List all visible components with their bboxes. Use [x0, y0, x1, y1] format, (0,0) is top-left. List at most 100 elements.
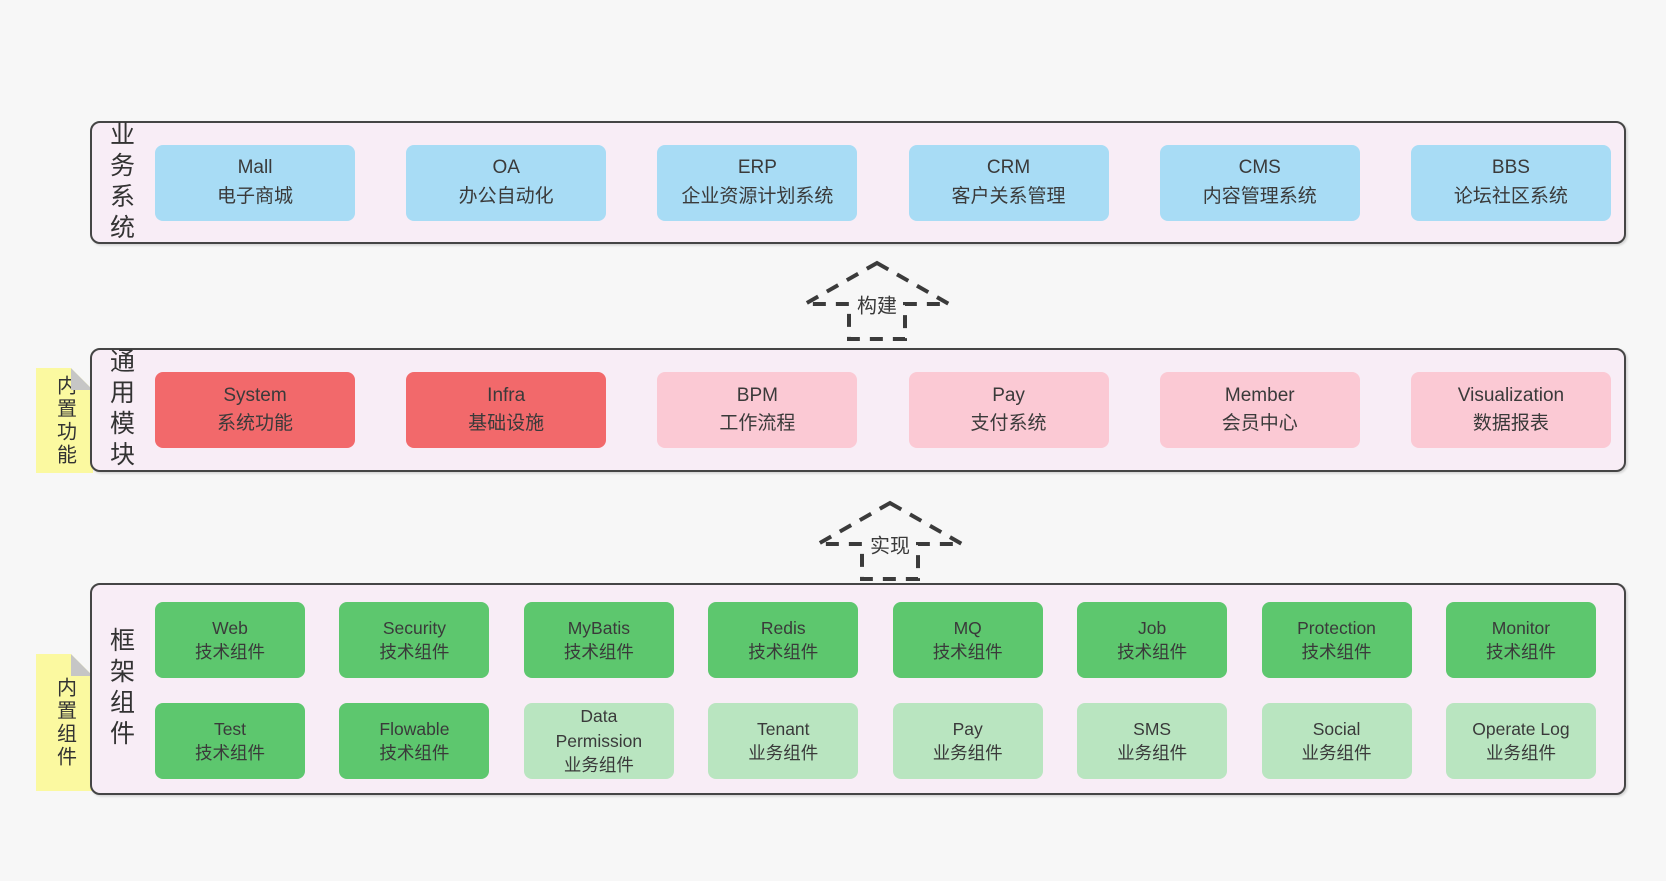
box-label-line: 技术组件: [1117, 642, 1188, 662]
box-label-line: 技术组件: [1301, 642, 1372, 662]
box-label-line: Job: [1138, 617, 1167, 638]
component-box: BBS 论坛社区系统: [1410, 144, 1611, 221]
component-box: SMS 业务组件: [1077, 703, 1228, 779]
arrow-label-implement: 实现: [866, 527, 914, 561]
component-box: Infra 基础设施: [406, 372, 607, 448]
box-label-line: 客户关系管理: [951, 185, 1066, 207]
build-arrow: 构建: [802, 260, 952, 342]
box-label-line: 论坛社区系统: [1453, 185, 1568, 207]
box-label-line: Security: [382, 617, 447, 638]
dashed-up-arrow: [815, 500, 965, 581]
box-label-line: Infra: [487, 384, 526, 406]
box-label-line: 业务组件: [748, 743, 819, 763]
layer-label-framework-components: 框架组件: [106, 627, 135, 751]
box-label-line: 业务组件: [563, 755, 634, 776]
box-label-line: 业务组件: [1485, 743, 1556, 763]
component-box: Operate Log 业务组件: [1445, 703, 1596, 779]
box-label-line: Visualization: [1457, 384, 1565, 406]
implement-arrow: 实现: [815, 500, 965, 582]
box-label-line: Data: [580, 706, 618, 727]
box-label-line: System: [223, 384, 287, 406]
box-label-line: 技术组件: [563, 642, 634, 662]
box-label-line: ERP: [737, 157, 777, 178]
layer-business-systems: 业务系统 Mall 电子商城 OA 办公自动化 ERP 企业资源计划系统 CRM 客户关系管理…: [90, 120, 1626, 245]
box-label-line: BBS: [1491, 157, 1530, 178]
component-box: System 系统功能: [155, 372, 355, 448]
box-label-line: 办公自动化: [458, 185, 554, 207]
box-label-line: Redis: [760, 617, 806, 638]
box-label-line: Protection: [1297, 617, 1376, 638]
box-label-line: Pay: [992, 384, 1025, 406]
box-label-line: Flowable: [379, 718, 450, 739]
layer-common-modules: 通用模块 System 系统功能 Infra 基础设施 BPM 工作流程 Pay 支付系统 Me…: [90, 348, 1626, 472]
box-label-line: 技术组件: [1485, 642, 1556, 662]
sticky-note-built-in-functions: 内置功能: [36, 368, 93, 473]
component-box: Member 会员中心: [1159, 372, 1360, 448]
dashed-up-arrow: [802, 260, 952, 341]
sticky-note-built-in-components: 内置组件: [36, 654, 93, 791]
box-label-line: 业务组件: [1301, 743, 1372, 763]
box-label-line: Pay: [952, 718, 983, 739]
box-label-line: MQ: [953, 617, 982, 638]
component-box: Monitor 技术组件: [1445, 602, 1596, 678]
component-box: Protection 技术组件: [1261, 602, 1412, 678]
box-label-line: 技术组件: [379, 743, 450, 763]
box-label-line: 电子商城: [216, 185, 293, 207]
box-label-line: Mall: [237, 157, 273, 178]
box-label-line: MyBatis: [567, 617, 630, 638]
box-label-line: 业务组件: [1117, 743, 1188, 763]
box-label-line: Social: [1312, 718, 1361, 739]
box-label-line: Permission: [555, 730, 643, 751]
component-box: Flowable 技术组件: [339, 703, 490, 779]
component-box: Job 技术组件: [1077, 602, 1228, 678]
layer-label-business-systems: 业务系统: [106, 120, 135, 245]
box-label-line: 会员中心: [1221, 413, 1298, 434]
box-label-line: 技术组件: [932, 642, 1003, 662]
component-box: Security 技术组件: [339, 602, 490, 678]
box-label-line: Member: [1224, 384, 1295, 406]
box-label-line: Operate Log: [1472, 718, 1570, 739]
sticky-label: 内置功能: [53, 374, 76, 467]
box-label-line: Monitor: [1491, 617, 1551, 638]
box-label-line: 企业资源计划系统: [681, 185, 834, 207]
box-label-line: 工作流程: [719, 413, 796, 434]
component-box: Visualization 数据报表: [1410, 372, 1611, 448]
component-box: OA 办公自动化: [406, 144, 607, 221]
box-label-line: CMS: [1238, 157, 1281, 178]
box-label-line: SMS: [1133, 718, 1172, 739]
component-box: Redis 技术组件: [708, 602, 859, 678]
layer-label-common-modules: 通用模块: [106, 348, 135, 472]
box-label-line: Test: [213, 718, 247, 739]
box-label-line: OA: [492, 157, 520, 178]
sticky-label: 内置组件: [53, 676, 76, 769]
component-box: Mall 电子商城: [155, 144, 355, 221]
component-box: Social 业务组件: [1261, 703, 1412, 779]
box-label-line: 支付系统: [970, 413, 1047, 434]
box-label-line: 技术组件: [195, 642, 265, 662]
component-box: ERP 企业资源计划系统: [657, 144, 858, 221]
box-label-line: 基础设施: [468, 413, 545, 434]
component-box: Pay 业务组件: [892, 703, 1043, 779]
component-box: MQ 技术组件: [892, 602, 1043, 678]
box-label-line: 技术组件: [748, 642, 819, 662]
component-box: MyBatis 技术组件: [523, 602, 674, 678]
box-label-line: 技术组件: [379, 642, 450, 662]
component-box: CRM 客户关系管理: [908, 144, 1109, 221]
box-label-line: 业务组件: [932, 743, 1003, 763]
box-label-line: 系统功能: [216, 413, 293, 434]
box-label-line: 数据报表: [1472, 413, 1549, 434]
box-label-line: CRM: [986, 157, 1031, 178]
component-box: Pay 支付系统: [908, 372, 1109, 448]
box-label-line: BPM: [736, 384, 778, 406]
common-module-boxes: System 系统功能 Infra 基础设施 BPM 工作流程 Pay 支付系统 Member 会…: [155, 372, 1611, 448]
